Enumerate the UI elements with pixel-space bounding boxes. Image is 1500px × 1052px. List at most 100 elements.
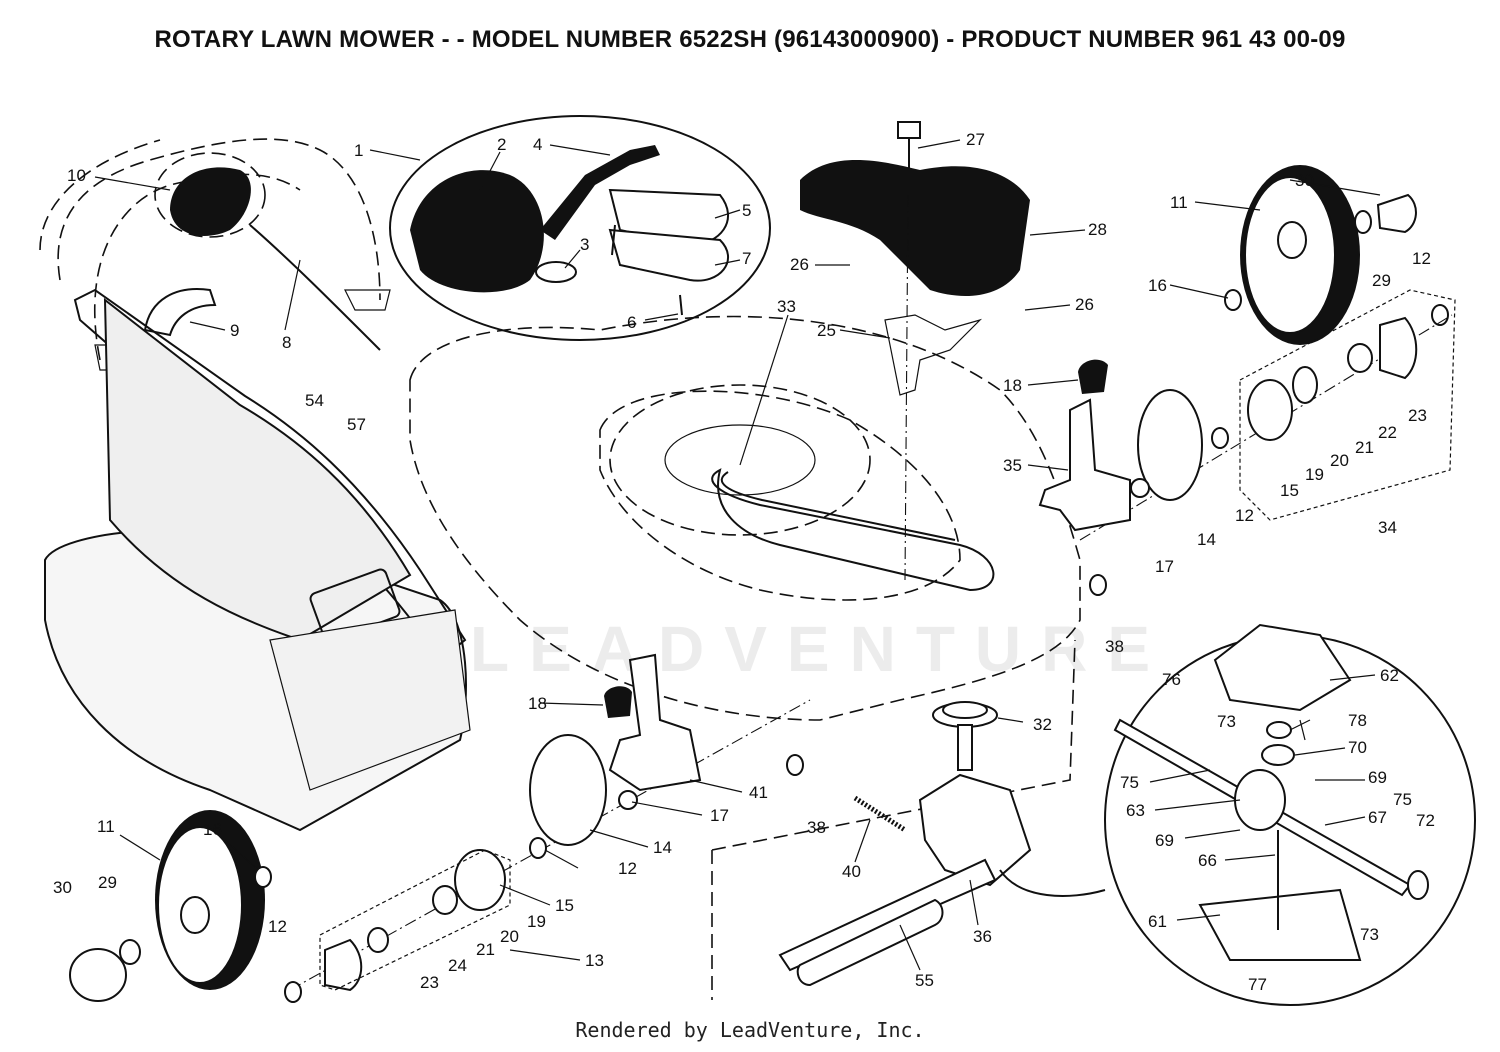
cable-8-icon xyxy=(249,224,381,351)
callout-35: 35 xyxy=(1003,456,1022,475)
callout-61: 61 xyxy=(1148,912,1167,931)
callout-21a: 21 xyxy=(1355,438,1374,457)
footer-credit: Rendered by LeadVenture, Inc. xyxy=(575,1018,925,1042)
callout-16a: 16 xyxy=(1148,276,1167,295)
callout-63: 63 xyxy=(1126,801,1145,820)
callout-55: 55 xyxy=(915,971,934,990)
callout-73b: 73 xyxy=(1360,925,1379,944)
callout-70: 70 xyxy=(1348,738,1367,757)
cover-2-icon xyxy=(410,170,544,293)
callout-13: 13 xyxy=(585,951,604,970)
bracket-9-icon xyxy=(143,288,217,337)
callout-77: 77 xyxy=(1248,975,1267,994)
rear-wheel-right xyxy=(1224,165,1449,345)
callout-30a: 30 xyxy=(1295,171,1314,190)
handle-grip-icon xyxy=(154,152,266,238)
callout-33: 33 xyxy=(777,297,796,316)
belt-cover-28-icon xyxy=(800,160,1030,296)
callout-41: 41 xyxy=(749,783,768,802)
lever-4-icon xyxy=(540,145,660,240)
page-title: ROTARY LAWN MOWER - - MODEL NUMBER 6522S… xyxy=(154,26,1346,53)
callout-32: 32 xyxy=(1033,715,1052,734)
handle-assembly xyxy=(39,138,391,371)
transmission-assembly xyxy=(711,639,1076,1000)
spring-40-icon xyxy=(853,795,907,833)
belt-33-icon xyxy=(711,468,995,592)
callout-22: 22 xyxy=(1378,423,1397,442)
callout-23a: 23 xyxy=(1408,406,1427,425)
callout-19a: 19 xyxy=(1305,465,1324,484)
callout-66: 66 xyxy=(1198,851,1217,870)
callout-4: 4 xyxy=(533,135,542,154)
callout-12d: 12 xyxy=(268,917,287,936)
callout-17a: 17 xyxy=(1155,557,1174,576)
callout-23b: 23 xyxy=(420,973,439,992)
callout-17b: 17 xyxy=(710,806,729,825)
handle-knob-18-icon xyxy=(1078,359,1108,394)
callout-15a: 15 xyxy=(1280,481,1299,500)
knob-3-icon xyxy=(535,261,577,283)
callout-12c: 12 xyxy=(618,859,637,878)
callout-labels: 1 2 4 3 5 7 6 10 9 8 27 28 26 26 25 33 3… xyxy=(53,130,1435,994)
callout-26b: 26 xyxy=(1075,295,1094,314)
callout-14a: 14 xyxy=(1197,530,1216,549)
callout-29b: 29 xyxy=(98,873,117,892)
grass-catcher xyxy=(44,288,471,832)
callout-54: 54 xyxy=(305,391,324,410)
callout-73a: 73 xyxy=(1217,712,1236,731)
callout-78: 78 xyxy=(1348,711,1367,730)
callout-3: 3 xyxy=(580,235,589,254)
callout-36: 36 xyxy=(973,927,992,946)
callout-38b: 38 xyxy=(807,818,826,837)
gear-63-icon xyxy=(1234,769,1286,831)
callout-18b: 18 xyxy=(528,694,547,713)
callout-72: 72 xyxy=(1416,811,1435,830)
callout-14b: 14 xyxy=(653,838,672,857)
callout-15b: 15 xyxy=(555,896,574,915)
callout-9: 9 xyxy=(230,321,239,340)
callout-75a: 75 xyxy=(1120,773,1139,792)
front-wheel-left xyxy=(69,810,302,1003)
callout-2: 2 xyxy=(497,135,506,154)
callout-28: 28 xyxy=(1088,220,1107,239)
callout-62: 62 xyxy=(1380,666,1399,685)
control-inset xyxy=(389,115,771,341)
callout-24: 24 xyxy=(448,956,467,975)
callout-1: 1 xyxy=(354,141,363,160)
callout-8: 8 xyxy=(282,333,291,352)
callout-5: 5 xyxy=(742,201,751,220)
leader-lines xyxy=(94,139,1381,971)
callout-20a: 20 xyxy=(1330,451,1349,470)
transmission-inset xyxy=(999,623,1476,1006)
callout-7: 7 xyxy=(742,249,751,268)
callout-26a: 26 xyxy=(790,255,809,274)
callout-29a: 29 xyxy=(1372,271,1391,290)
callout-10: 10 xyxy=(67,166,86,185)
callout-12b: 12 xyxy=(1235,506,1254,525)
callout-38a: 38 xyxy=(1105,637,1124,656)
callout-34: 34 xyxy=(1378,518,1397,537)
callout-69a: 69 xyxy=(1368,768,1387,787)
callout-67: 67 xyxy=(1368,808,1387,827)
callout-30b: 30 xyxy=(53,878,72,897)
callout-11a: 11 xyxy=(1170,193,1188,212)
watermark: LEADVENTURE xyxy=(470,613,1171,685)
belt-cover-assembly xyxy=(800,121,1030,581)
callout-6: 6 xyxy=(627,313,636,332)
callout-69b: 69 xyxy=(1155,831,1174,850)
callout-25: 25 xyxy=(817,321,836,340)
plate-7-icon xyxy=(608,228,730,282)
callout-76: 76 xyxy=(1162,670,1181,689)
mower-deck xyxy=(409,315,1081,721)
callout-27: 27 xyxy=(966,130,985,149)
callout-21b: 21 xyxy=(476,940,495,959)
callout-75b: 75 xyxy=(1393,790,1412,809)
callout-20b: 20 xyxy=(500,927,519,946)
callout-18a: 18 xyxy=(1003,376,1022,395)
callout-57: 57 xyxy=(347,415,366,434)
callout-16b: 16 xyxy=(203,820,222,839)
cover-10-icon xyxy=(170,167,251,236)
bracket-35-icon xyxy=(1038,398,1131,532)
callout-12a: 12 xyxy=(1412,249,1431,268)
